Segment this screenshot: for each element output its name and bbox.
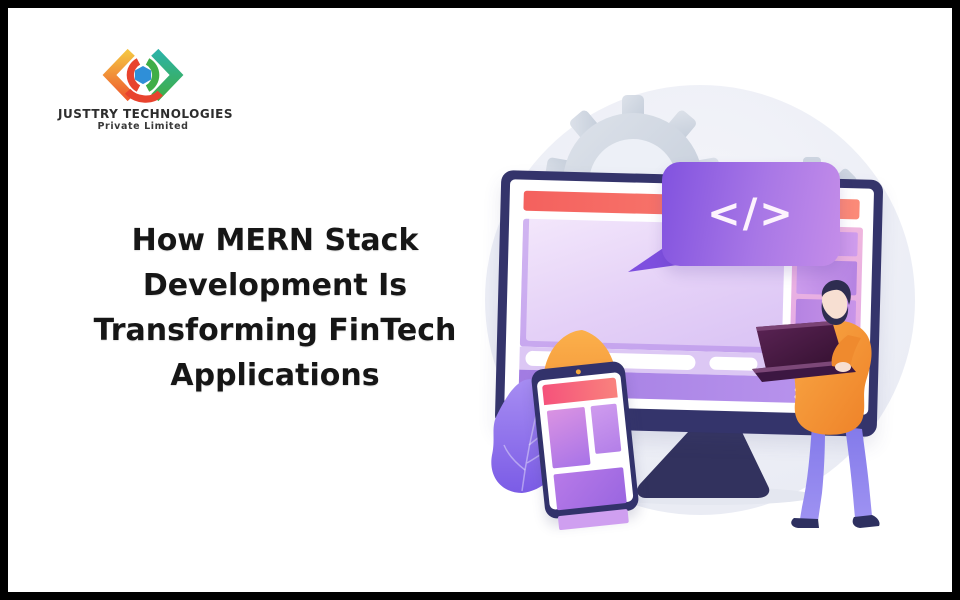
head: [822, 287, 848, 323]
laptop-screen-rim: [756, 321, 833, 331]
tablet-block: [557, 508, 629, 531]
tablet-layout-grid: [546, 403, 629, 531]
laptop-screen: [756, 321, 844, 369]
logo-inner-right-arc-icon: [145, 58, 160, 92]
right-shoe: [852, 515, 880, 528]
code-symbol: </>: [707, 191, 795, 237]
right-leg: [845, 427, 872, 518]
page-title: How MERN Stack Development Is Transformi…: [70, 218, 480, 398]
code-speech-bubble: </>: [662, 162, 840, 266]
hero-illustration: </>: [480, 80, 925, 540]
company-logo: JUSTTRY TECHNOLOGIES Private Limited: [58, 46, 233, 132]
left-leg: [800, 425, 825, 521]
company-name: JUSTTRY TECHNOLOGIES: [58, 107, 233, 121]
developer-with-laptop: [752, 279, 880, 528]
hair: [821, 279, 851, 305]
logo-left-chevron-icon: [102, 48, 135, 102]
tablet-block: [546, 406, 591, 469]
left-shoe: [791, 518, 819, 528]
logo-swoosh-icon: [124, 88, 163, 103]
beard: [821, 302, 849, 325]
tablet-bezel: [536, 371, 634, 531]
headline-line-1: How MERN Stack: [131, 223, 419, 258]
logo-hexagon-icon: [134, 65, 152, 85]
tablet-device: [530, 360, 640, 531]
company-subtitle: Private Limited: [97, 121, 189, 132]
justtry-logo-icon: [102, 48, 184, 103]
tablet-camera-icon: [575, 369, 582, 375]
logo-right-chevron-icon: [151, 48, 184, 102]
tablet-header-bar: [542, 377, 618, 406]
headline-line-3: Transforming FinTech: [93, 313, 457, 348]
tablet-block: [553, 467, 627, 511]
laptop-keyboard: [752, 360, 849, 373]
logo-inner-left-arc-icon: [126, 58, 141, 92]
headline-line-4: Applications: [170, 358, 380, 393]
headline-line-2: Development Is: [142, 268, 408, 303]
tablet-block: [590, 403, 622, 454]
arm-sleeve: [831, 335, 861, 370]
monitor-stand: [637, 432, 770, 498]
hand: [835, 362, 851, 372]
